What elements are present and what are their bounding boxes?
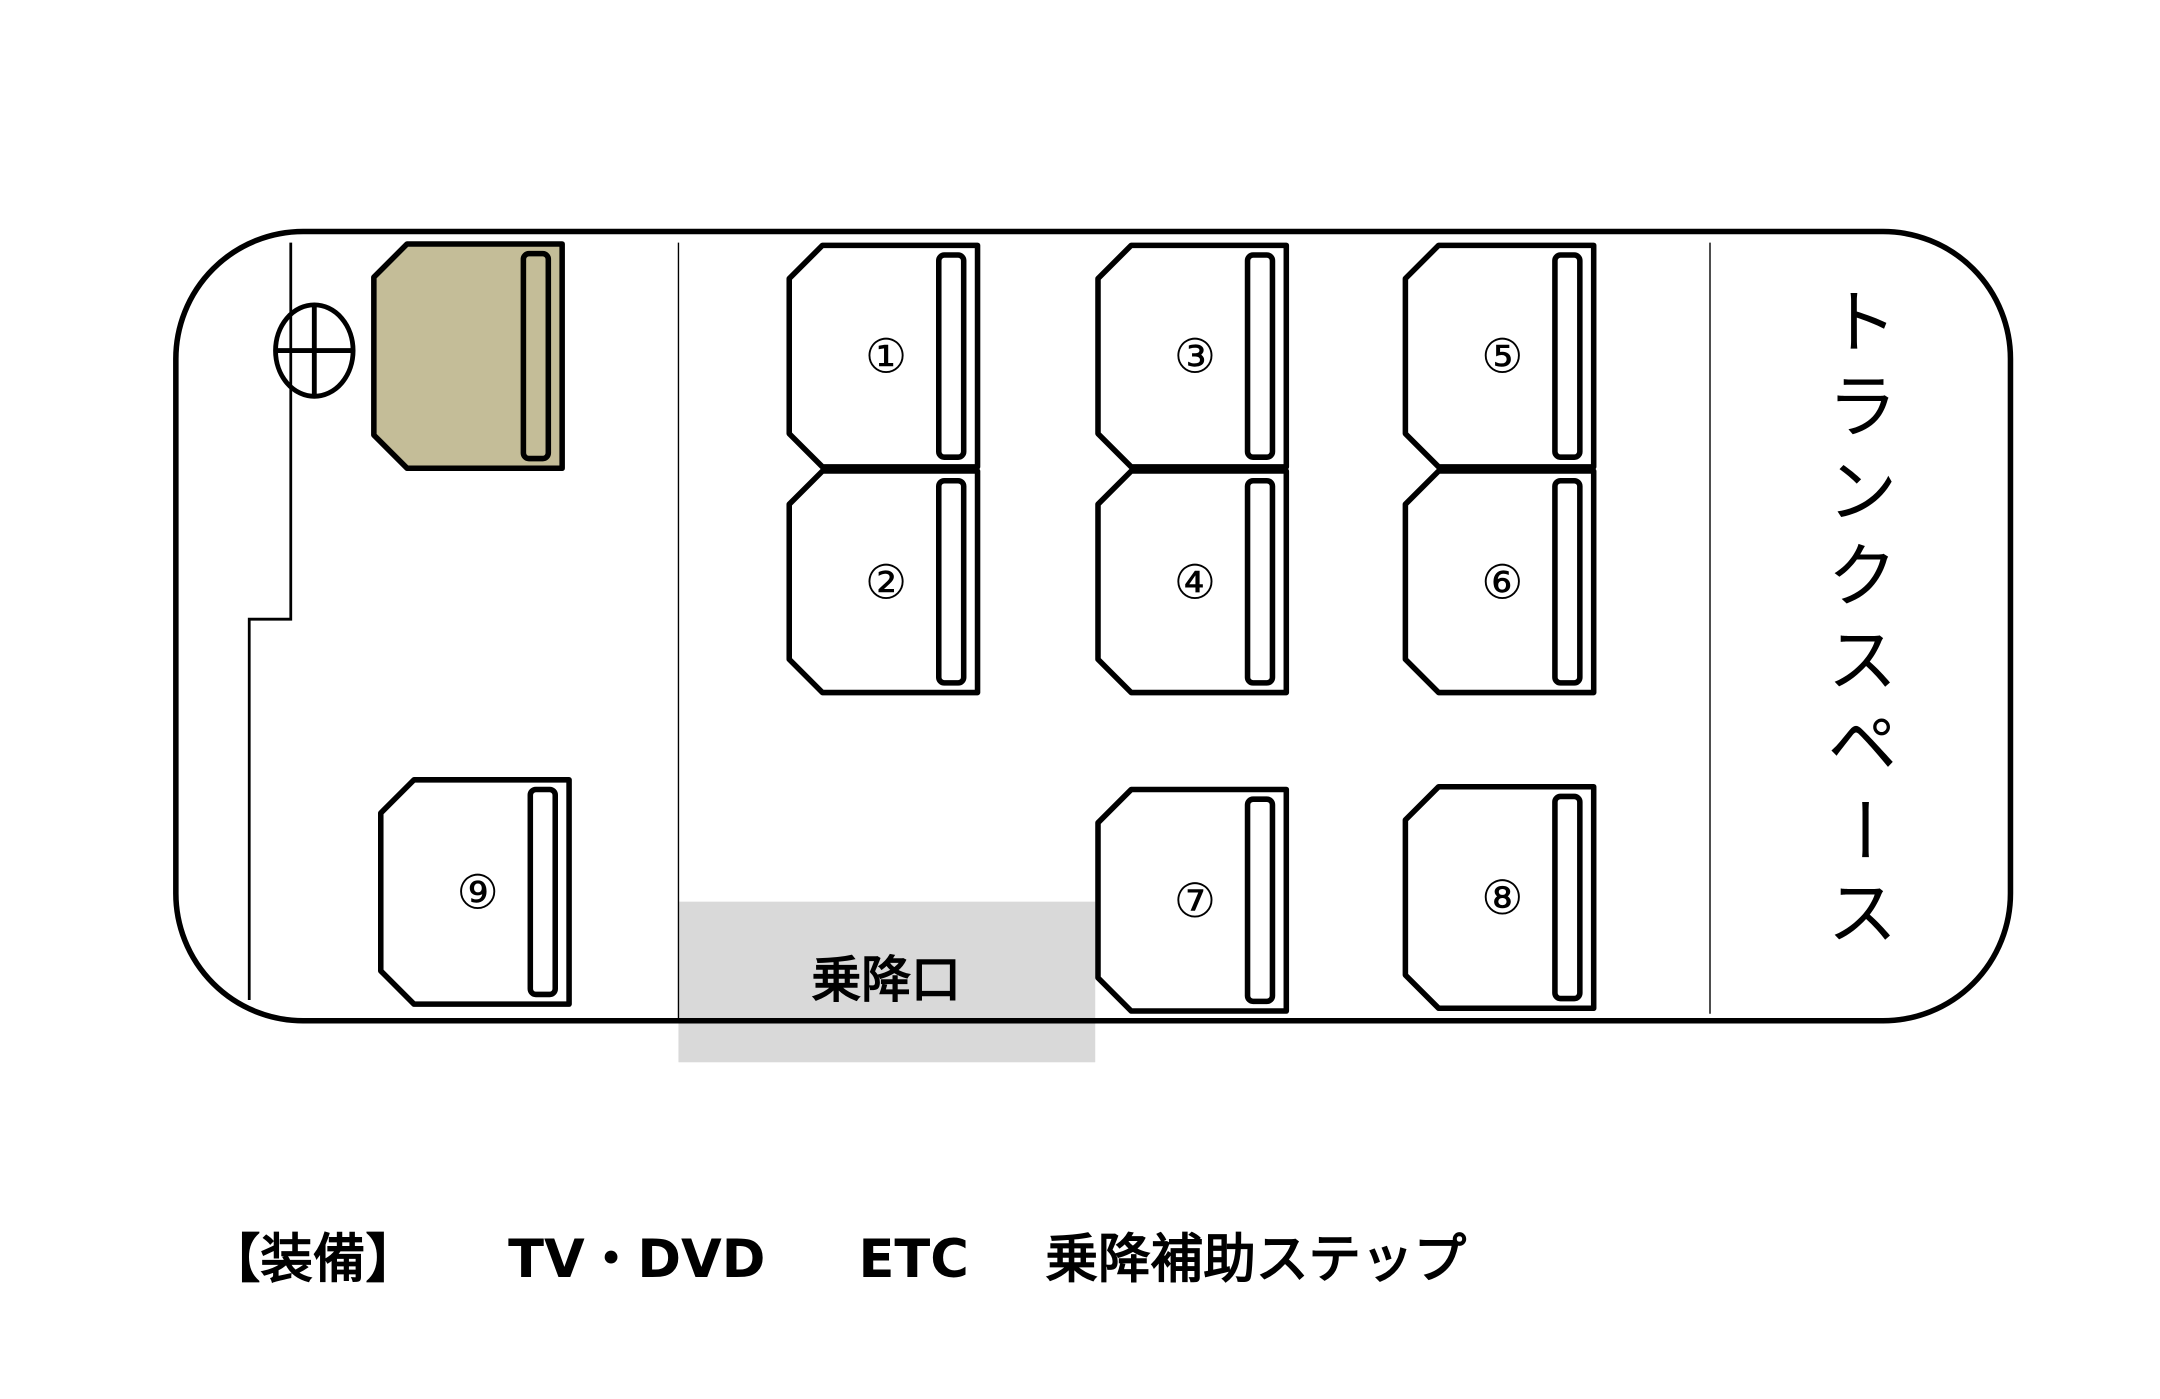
seat-9: ⑨ — [378, 777, 572, 1007]
door-label: 乗降口 — [811, 951, 960, 1009]
seat-backrest — [1244, 796, 1276, 1005]
trunk-label-char: ペ — [1828, 706, 1897, 786]
equipment-list: 【装備】 TV・DVD ETC 乗降補助ステップ — [208, 1229, 1467, 1290]
trunk-label-char: ー — [1822, 795, 1902, 864]
seat-5: ⑤ — [1402, 242, 1597, 470]
bus-outline — [173, 228, 2014, 1024]
seat-1: ① — [786, 242, 981, 470]
seat-8: ⑧ — [1402, 783, 1597, 1012]
seat-backrest — [935, 477, 967, 686]
seat-backrest — [1552, 252, 1583, 460]
seat-number: ⑧ — [1481, 871, 1523, 926]
seat-backrest — [1244, 252, 1276, 460]
seat-2: ② — [786, 468, 981, 696]
equipment-item: 乗降補助ステップ — [1045, 1229, 1466, 1290]
equipment-heading: 【装備】 — [208, 1229, 418, 1290]
seat-cushion — [786, 468, 981, 696]
seat-cushion — [1402, 468, 1597, 696]
seat-4: ④ — [1095, 468, 1290, 696]
seat-cushion — [1095, 468, 1290, 696]
seat-backrest — [520, 250, 552, 462]
trunk-label-char: ン — [1828, 452, 1897, 532]
seat-cushion — [1095, 786, 1290, 1014]
seat-cushion — [1095, 242, 1290, 470]
seat-backrest — [1552, 477, 1583, 686]
seat-number: ① — [865, 330, 907, 385]
seat-cushion — [786, 242, 981, 470]
seat-number: ⑨ — [457, 866, 499, 921]
driver-seat — [371, 241, 565, 472]
driver-partition — [247, 242, 293, 1000]
seat-backrest — [1552, 793, 1583, 1002]
seat-cushion — [378, 777, 572, 1007]
seat-number: ④ — [1174, 555, 1216, 610]
trunk-label-char: ト — [1828, 283, 1897, 363]
seat-number: ⑥ — [1481, 555, 1523, 610]
seat-cushion — [371, 241, 565, 472]
seat-3: ③ — [1095, 242, 1290, 470]
door-area — [678, 901, 1096, 1063]
seat-number: ⑦ — [1174, 874, 1216, 929]
equipment-item: TV・DVD — [508, 1229, 765, 1290]
seat-number: ② — [865, 555, 907, 610]
seat-backrest — [935, 252, 967, 460]
seat-7: ⑦ — [1095, 786, 1290, 1014]
seat-number: ⑤ — [1481, 330, 1523, 385]
seat-backrest — [527, 786, 558, 998]
equipment-item: ETC — [858, 1229, 968, 1290]
seat-cushion — [1402, 783, 1597, 1012]
seat-cushion — [1402, 242, 1597, 470]
trunk-label-char: ス — [1828, 875, 1897, 955]
seat-6: ⑥ — [1402, 468, 1597, 696]
trunk-label-char: ク — [1828, 537, 1897, 617]
steering-wheel-icon — [273, 302, 356, 399]
seat-number: ③ — [1174, 330, 1216, 385]
trunk-label-char: ス — [1828, 621, 1897, 701]
trunk-label-char: ラ — [1828, 368, 1897, 448]
seat-backrest — [1244, 477, 1276, 686]
